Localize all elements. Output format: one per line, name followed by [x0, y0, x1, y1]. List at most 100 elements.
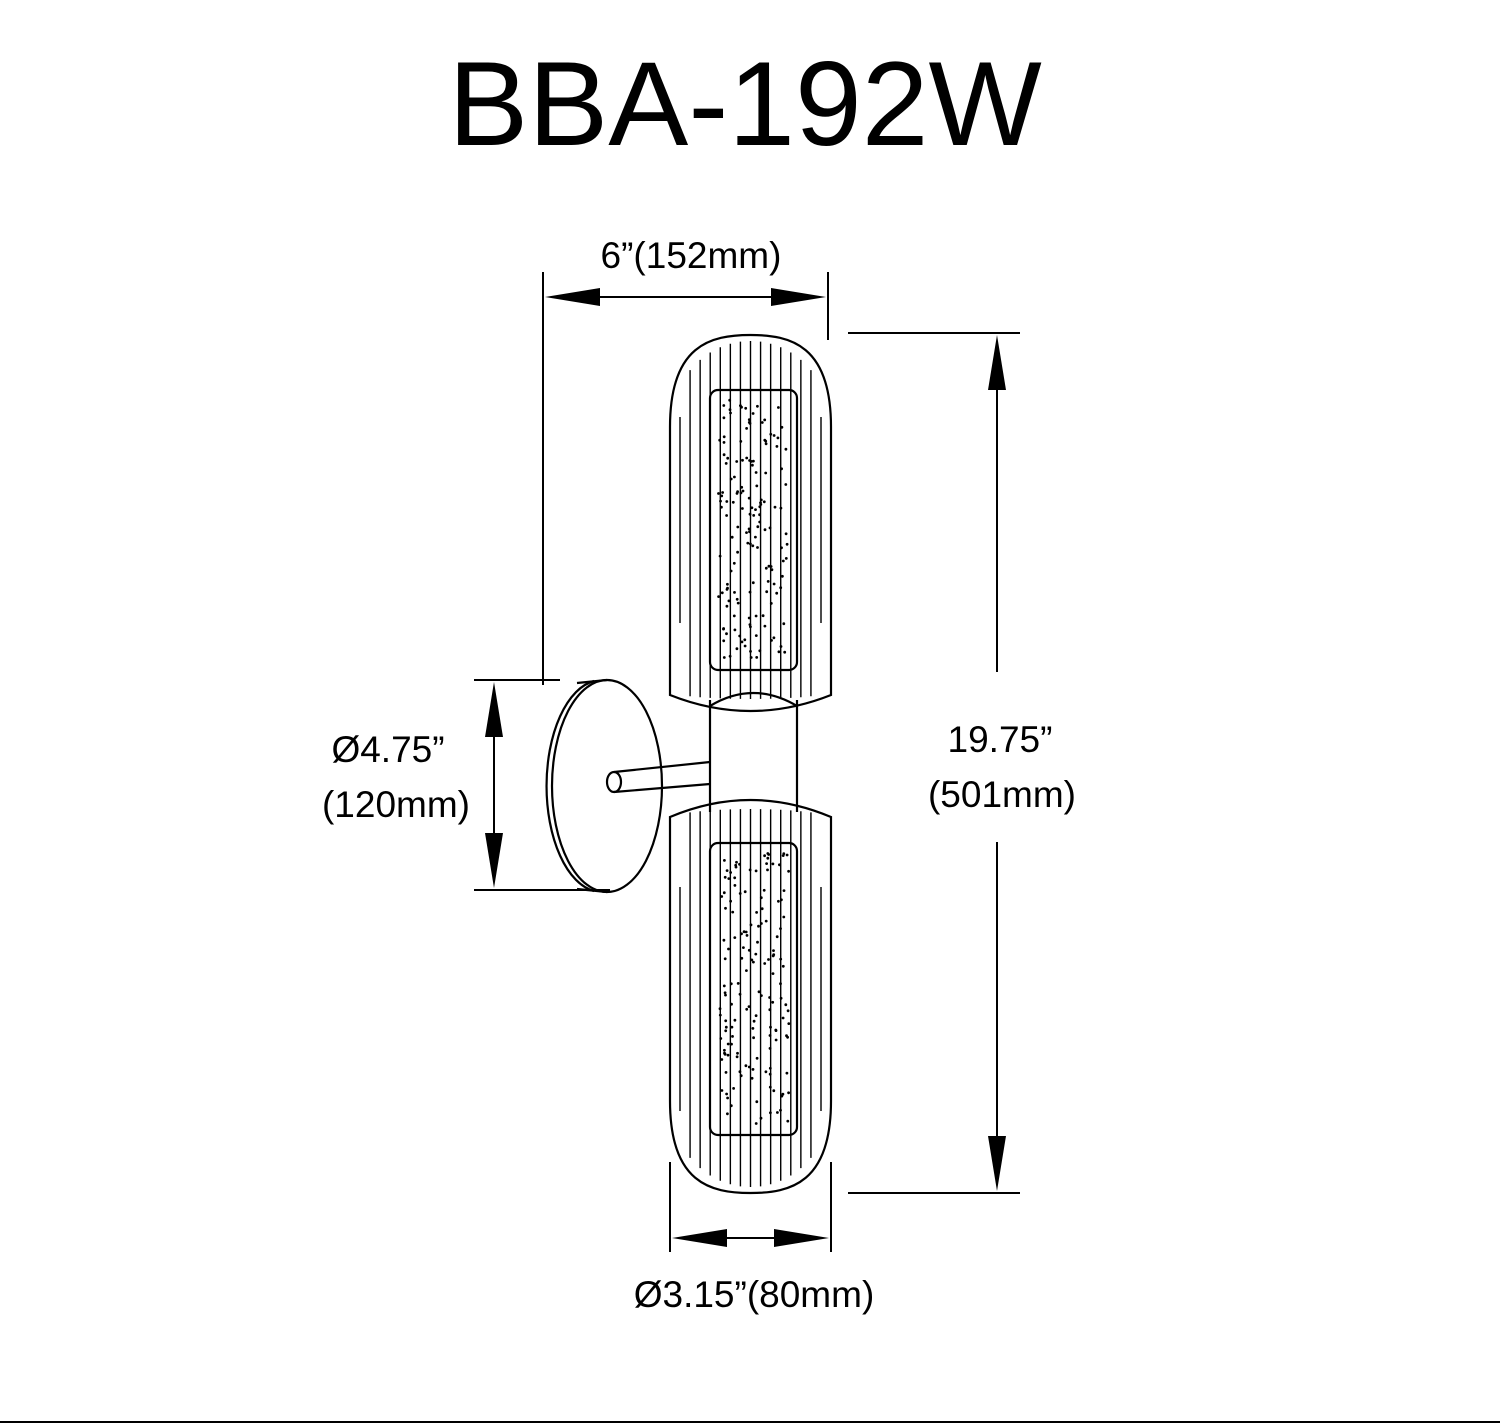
- glass-seed-dot: [722, 404, 726, 407]
- glass-seed-dot: [751, 412, 755, 415]
- glass-seed-dot: [772, 1089, 776, 1093]
- backplate-arrow-top: [485, 682, 503, 737]
- glass-seed-dot: [748, 512, 752, 516]
- glass-seed-dot: [723, 859, 726, 862]
- glass-seed-dot: [722, 435, 726, 439]
- height-label-metric: (501mm): [928, 774, 1076, 815]
- glass-seed-dot: [729, 477, 733, 481]
- glass-seed-dot: [779, 586, 783, 590]
- glass-seed-dot: [718, 554, 722, 558]
- inner-diffuser-tube: [708, 388, 799, 672]
- glass-seed-dot: [722, 656, 726, 659]
- glass-seed-dot: [745, 427, 748, 430]
- glass-seed-dot: [755, 911, 758, 914]
- glass-seed-dot: [729, 899, 732, 903]
- glass-seed-dot: [730, 1025, 734, 1029]
- glass-seed-dot: [736, 1051, 739, 1055]
- glass-seed-dot: [733, 475, 736, 479]
- glass-seed-dot: [738, 634, 742, 638]
- glass-seed-dot: [755, 656, 759, 659]
- glass-seed-dot: [768, 526, 772, 530]
- backplate-label-metric: (120mm): [322, 784, 470, 825]
- glass-seed-dot: [769, 1111, 772, 1115]
- glass-seed-dot: [724, 906, 727, 910]
- glass-seed-dot: [775, 591, 779, 595]
- glass-seed-dot: [745, 969, 748, 972]
- glass-seed-dot: [747, 1065, 751, 1069]
- glass-seed-dot: [739, 1074, 743, 1078]
- upper-glass-shade: [668, 333, 833, 713]
- glass-seed-dot: [747, 496, 751, 500]
- glass-seed-dot: [755, 484, 759, 488]
- width-dimension: 6”(152mm): [542, 235, 829, 685]
- glass-seed-dot: [754, 535, 757, 539]
- glass-seed-dot: [726, 1042, 730, 1046]
- glass-seed-dot: [738, 992, 742, 996]
- glass-seed-dot: [755, 1100, 759, 1104]
- glass-seed-dot: [754, 869, 758, 873]
- glass-seed-dot: [725, 1092, 728, 1096]
- glass-seed-dot: [759, 498, 763, 502]
- glass-seed-dot: [768, 1008, 772, 1012]
- glass-seed-dot: [772, 949, 775, 952]
- glass-seed-dot: [749, 542, 752, 546]
- glass-seed-dot: [752, 1036, 755, 1040]
- glass-seed-dot: [747, 1005, 751, 1008]
- glass-seed-dot: [779, 506, 783, 510]
- shade-diameter-label: Ø3.15”(80mm): [634, 1274, 875, 1315]
- glass-seed-dot: [746, 541, 750, 545]
- glass-seed-dot: [722, 639, 726, 643]
- glass-seed-dot: [768, 1072, 772, 1076]
- glass-seed-dot: [771, 862, 775, 866]
- glass-seed-dot: [740, 932, 743, 936]
- glass-seed-dot: [755, 1056, 759, 1060]
- glass-seed-dot: [785, 1071, 789, 1075]
- glass-seed-dot: [760, 421, 764, 424]
- glass-seed-dot: [772, 434, 776, 437]
- glass-seed-dot: [777, 650, 781, 654]
- glass-seed-dot: [776, 1111, 779, 1114]
- glass-seed-dot: [724, 462, 728, 465]
- glass-seed-dot: [783, 650, 787, 654]
- glass-seed-dot: [750, 958, 754, 962]
- glass-seed-dot: [723, 1048, 726, 1052]
- glass-seed-dot: [728, 654, 732, 658]
- glass-seed-dot: [740, 405, 743, 409]
- glass-seed-dot: [722, 453, 726, 457]
- glass-seed-dot: [740, 956, 744, 960]
- glass-seed-dot: [754, 634, 758, 637]
- center-body: [708, 691, 799, 812]
- glass-seed-dot: [724, 1025, 728, 1029]
- glass-seed-dot: [745, 1007, 749, 1011]
- glass-seed-dot: [729, 1104, 733, 1108]
- glass-seed-dot: [754, 1014, 758, 1018]
- glass-seed-dot: [786, 1119, 790, 1123]
- glass-seed-dot: [727, 599, 731, 603]
- glass-seed-dot: [741, 507, 744, 510]
- glass-seed-dot: [725, 514, 728, 517]
- glass-seed-dot: [733, 1018, 737, 1022]
- glass-seed-dot: [736, 982, 740, 985]
- glass-seed-dot: [779, 982, 782, 986]
- glass-seed-dot: [725, 500, 729, 503]
- glass-seed-dot: [767, 564, 771, 568]
- glass-seed-dot: [733, 591, 736, 594]
- inner-diffuser-tube: [708, 841, 799, 1137]
- glass-seed-dot: [722, 441, 726, 444]
- glass-seed-dot: [779, 957, 783, 961]
- glass-seed-dot: [760, 994, 763, 997]
- glass-seed-dot: [724, 1029, 728, 1033]
- glass-seed-dot: [738, 892, 742, 895]
- glass-seed-dot: [762, 888, 766, 892]
- glass-seed-dot: [742, 946, 745, 949]
- glass-seed-dot: [771, 972, 775, 975]
- glass-seed-dot: [720, 895, 724, 898]
- shade-arrow-left: [672, 1229, 727, 1247]
- glass-seed-dot: [775, 445, 779, 448]
- glass-seed-dot: [722, 984, 726, 988]
- glass-seed-dot: [738, 862, 741, 866]
- height-label-imperial: 19.75”: [948, 719, 1053, 760]
- glass-seed-dot: [780, 546, 783, 550]
- glass-seed-dot: [762, 500, 766, 504]
